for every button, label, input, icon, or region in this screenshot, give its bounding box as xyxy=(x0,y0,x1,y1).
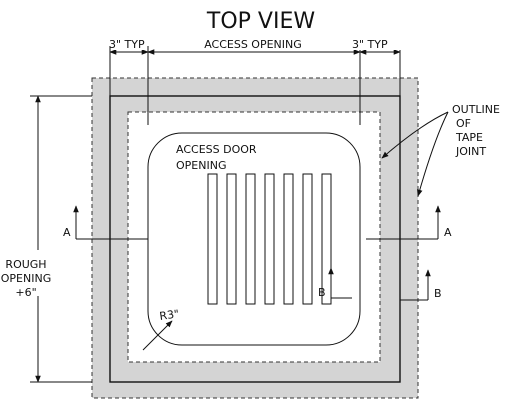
vent-slot xyxy=(283,173,294,305)
tape-joint-label-line3: TAPE xyxy=(455,131,483,144)
section-a-left-label: A xyxy=(63,226,71,239)
left-typ-label: 3" TYP xyxy=(109,38,145,51)
section-a-right-label: A xyxy=(444,226,452,239)
tape-joint-label-line1: OUTLINE xyxy=(452,103,500,116)
access-door-label-line2: OPENING xyxy=(176,159,226,172)
access-door-label-line1: ACCESS DOOR xyxy=(176,143,257,156)
vent-slot xyxy=(226,173,237,305)
rough-opening-dimension xyxy=(30,95,92,383)
right-typ-label: 3" TYP xyxy=(352,38,388,51)
top-dimensions xyxy=(109,46,401,125)
tape-joint-label-line2: OF xyxy=(456,117,471,130)
drawing-title: TOP VIEW xyxy=(206,9,315,34)
vent-slot xyxy=(245,173,256,305)
vent-slot xyxy=(302,173,313,305)
section-a-right-marker xyxy=(366,205,441,240)
access-opening-label: ACCESS OPENING xyxy=(204,38,302,51)
section-b-inner-marker xyxy=(328,267,352,299)
vent-slots xyxy=(207,173,332,305)
vent-slot xyxy=(207,173,218,305)
section-b-outer-marker xyxy=(400,269,431,301)
rough-opening-label-line3: +6" xyxy=(15,286,36,299)
tape-joint-label-line4: JOINT xyxy=(455,145,486,158)
tape-band xyxy=(92,78,418,398)
section-b-outer-label: B xyxy=(434,287,442,300)
radius-label: R3" xyxy=(159,307,180,323)
radius-callout xyxy=(142,320,173,351)
vent-slot xyxy=(321,173,332,305)
vent-slot xyxy=(264,173,275,305)
tape-joint-leaders xyxy=(381,111,449,197)
tape-outline-outer xyxy=(91,77,419,399)
rough-opening-label-line2: OPENING xyxy=(1,272,51,285)
section-b-inner-label: B xyxy=(318,286,326,299)
rough-opening-label-line1: ROUGH xyxy=(5,258,46,271)
tape-outline-inner xyxy=(127,111,381,363)
section-a-left-marker xyxy=(73,205,148,240)
